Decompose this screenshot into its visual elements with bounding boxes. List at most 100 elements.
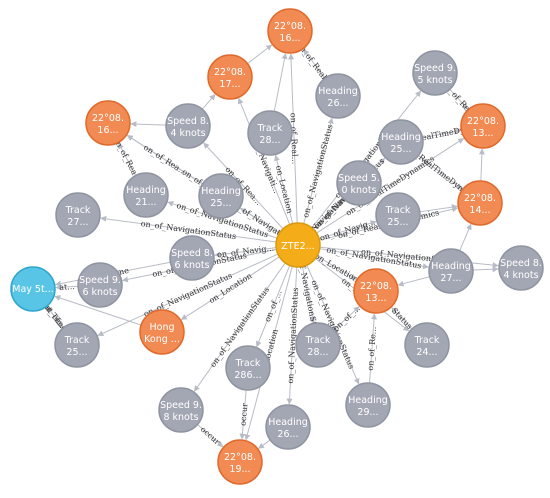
node-speed-50[interactable]: Speed 5.0 knots xyxy=(336,160,382,206)
node-circle[interactable] xyxy=(54,322,100,368)
edge-center-to-speed-98[interactable] xyxy=(193,262,286,392)
edge-center-to-track-25-left[interactable] xyxy=(97,253,279,337)
node-time-13-mid[interactable]: 22°08.13... xyxy=(353,268,399,314)
node-circle[interactable] xyxy=(498,245,544,291)
node-circle[interactable] xyxy=(207,54,253,100)
node-speed-95-top[interactable]: Speed 9.5 knots xyxy=(412,50,458,96)
edge-track-28-top-to-time-top[interactable] xyxy=(273,52,288,112)
edge-center-to-heading-26-bottom[interactable] xyxy=(286,266,298,405)
node-time-17[interactable]: 22°08.17... xyxy=(207,54,253,100)
node-heading-21[interactable]: Heading21... xyxy=(123,172,169,218)
edge-hong-kong-to-may-date[interactable] xyxy=(54,295,142,326)
node-circle[interactable] xyxy=(165,103,211,149)
edge-heading-25-right-to-time-14[interactable] xyxy=(418,155,463,190)
node-time-19[interactable]: 22°08.19... xyxy=(217,439,263,485)
edge-center-to-time-13-mid[interactable] xyxy=(316,255,357,280)
edge-center-to-hong-kong[interactable] xyxy=(180,256,280,321)
edge-heading-21-to-time-16-left[interactable] xyxy=(118,142,137,176)
node-circle[interactable] xyxy=(378,119,424,165)
edge-speed-98-to-time-19[interactable] xyxy=(197,424,224,448)
node-time-top[interactable]: 22°08.16... xyxy=(267,8,313,54)
node-circle[interactable] xyxy=(412,50,458,96)
node-time-16-left[interactable]: 22°08.16... xyxy=(85,100,131,146)
edge-track-25-right-to-time-14[interactable] xyxy=(419,204,458,213)
node-circle[interactable] xyxy=(55,192,101,238)
edge-center-to-heading-25-mid[interactable] xyxy=(239,207,280,234)
node-circle[interactable] xyxy=(169,235,215,281)
edge-heading-25-mid-to-time-16-left[interactable] xyxy=(126,135,203,185)
edge-center-to-time-17[interactable] xyxy=(237,97,291,225)
node-track-286[interactable]: Track286... xyxy=(225,345,271,391)
node-track-28-top[interactable]: Track28... xyxy=(247,110,293,156)
edge-center-to-speed-95-top[interactable] xyxy=(311,90,422,229)
node-circle[interactable] xyxy=(225,345,271,391)
node-time-14[interactable]: 22°08.14... xyxy=(457,180,503,226)
node-circle[interactable] xyxy=(404,322,450,368)
node-track-25-left[interactable]: Track25... xyxy=(54,322,100,368)
edge-center-to-track-28-bottom[interactable] xyxy=(301,266,316,324)
edge-heading-25-right-to-time-13-top[interactable] xyxy=(422,128,462,139)
node-circle[interactable] xyxy=(217,439,263,485)
edge-track-286-to-time-19[interactable] xyxy=(239,389,247,440)
node-speed-84-right[interactable]: Speed 8.4 knots xyxy=(498,245,544,291)
edge-center-to-track-25-right[interactable] xyxy=(318,220,377,240)
edge-speed-84-top-to-time-16-left[interactable] xyxy=(130,121,167,128)
node-time-13-top[interactable]: 22°08.13... xyxy=(460,103,506,149)
node-circle[interactable] xyxy=(158,387,204,433)
node-circle[interactable] xyxy=(267,8,313,54)
node-heading-27[interactable]: Heading27... xyxy=(428,248,474,294)
edge-heading-26-top-to-time-top[interactable] xyxy=(303,49,326,79)
node-center[interactable]: ZTE2... xyxy=(275,222,321,268)
node-circle[interactable] xyxy=(198,173,244,219)
edge-heading-29-to-time-13-mid[interactable] xyxy=(369,313,378,384)
node-circle[interactable] xyxy=(10,266,56,312)
node-heading-25-mid[interactable]: Heading25... xyxy=(198,173,244,219)
node-track-28-bottom[interactable]: Track28... xyxy=(295,322,341,368)
node-circle[interactable] xyxy=(275,222,321,268)
node-circle[interactable] xyxy=(315,73,361,119)
edge-center-to-time-19[interactable] xyxy=(244,266,293,441)
edge-center-to-speed-84-top[interactable] xyxy=(203,142,284,230)
node-circle[interactable] xyxy=(428,248,474,294)
node-track-27[interactable]: Track27... xyxy=(55,192,101,238)
node-heading-26-top[interactable]: Heading26... xyxy=(315,73,361,119)
edge-track-28-bottom-to-time-13-mid[interactable] xyxy=(333,306,360,331)
node-circle[interactable] xyxy=(375,192,421,238)
node-circle[interactable] xyxy=(139,309,185,355)
node-circle[interactable] xyxy=(336,160,382,206)
node-heading-29[interactable]: Heading29... xyxy=(345,382,391,428)
edge-heading-27-to-time-13-mid[interactable] xyxy=(397,276,430,287)
node-track-25-right[interactable]: Track25... xyxy=(375,192,421,238)
edge-heading-27-to-speed-84-right[interactable] xyxy=(472,266,499,273)
edge-center-to-track-27[interactable] xyxy=(100,215,277,243)
node-heading-25-right[interactable]: Heading25... xyxy=(378,119,424,165)
edge-time-14-to-time-13-top[interactable] xyxy=(478,148,485,182)
node-circle[interactable] xyxy=(265,404,311,450)
edge-speed-84-top-to-time-17[interactable] xyxy=(201,94,216,110)
edge-time-17-to-time-top[interactable] xyxy=(247,44,273,65)
edge-center-to-time-top[interactable] xyxy=(288,53,298,224)
edge-center-to-heading-26-top[interactable] xyxy=(303,117,334,224)
edge-speed-95-top-to-time-13-top[interactable] xyxy=(449,88,468,110)
node-track-24[interactable]: Track24... xyxy=(404,322,450,368)
node-circle[interactable] xyxy=(345,382,391,428)
node-circle[interactable] xyxy=(247,110,293,156)
edge-speed-96-to-may-date[interactable] xyxy=(55,284,79,291)
node-circle[interactable] xyxy=(295,322,341,368)
node-circle[interactable] xyxy=(123,172,169,218)
edge-center-to-speed-86[interactable] xyxy=(214,247,277,258)
edge-center-to-track-286[interactable] xyxy=(255,265,291,348)
node-speed-98[interactable]: Speed 9.8 knots xyxy=(158,387,204,433)
node-circle[interactable] xyxy=(77,262,123,308)
edge-center-to-heading-27[interactable] xyxy=(319,248,429,270)
edge-center-to-heading-21[interactable] xyxy=(167,201,278,239)
edge-center-to-time-13-top[interactable] xyxy=(316,138,465,234)
node-hong-kong[interactable]: HongKong ... xyxy=(139,309,185,355)
edge-heading-27-to-time-14[interactable] xyxy=(459,223,472,251)
node-speed-96[interactable]: Speed 9.6 knots xyxy=(77,262,123,308)
node-heading-26-bottom[interactable]: Heading26... xyxy=(265,404,311,450)
node-speed-84-top[interactable]: Speed 8.4 knots xyxy=(165,103,211,149)
node-circle[interactable] xyxy=(457,180,503,226)
edge-center-to-track-28-top[interactable] xyxy=(273,154,294,224)
